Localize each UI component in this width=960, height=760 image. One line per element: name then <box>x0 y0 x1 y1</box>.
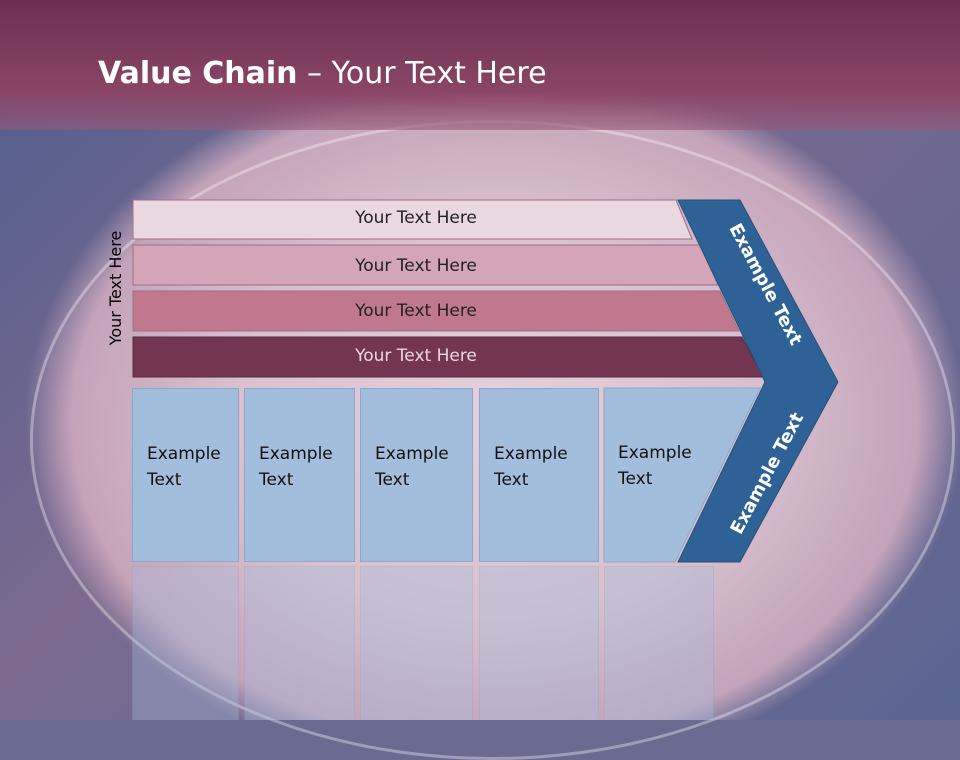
box-3-line1: Example <box>375 444 449 464</box>
box-5-line2: Text <box>618 469 653 489</box>
slide-title: Value Chain – Your Text Here <box>98 56 547 91</box>
value-chain-diagram <box>132 199 839 563</box>
box-1-line1: Example <box>147 444 221 464</box>
bar-3[interactable] <box>132 290 740 332</box>
bar-2-label: Your Text Here <box>355 256 477 276</box>
title-bold: Value Chain <box>98 56 298 91</box>
bar-1[interactable] <box>132 199 693 240</box>
box-5-line1: Example <box>618 443 692 463</box>
bar-1-label: Your Text Here <box>355 208 477 228</box>
box-4-line1: Example <box>494 444 568 464</box>
box-3-line2: Text <box>375 470 410 490</box>
box-4-line2: Text <box>494 470 529 490</box>
box-2-line1: Example <box>259 444 333 464</box>
bar-2[interactable] <box>132 244 719 286</box>
title-bar <box>0 0 960 130</box>
box-1-line2: Text <box>147 470 182 490</box>
box-5-arrow-edge <box>603 387 761 563</box>
bar-4-label: Your Text Here <box>355 346 477 366</box>
box-2-line2: Text <box>259 470 294 490</box>
title-rest: – Your Text Here <box>297 56 547 91</box>
bar-3-label: Your Text Here <box>355 301 477 321</box>
chevron-arrow[interactable] <box>677 199 839 563</box>
